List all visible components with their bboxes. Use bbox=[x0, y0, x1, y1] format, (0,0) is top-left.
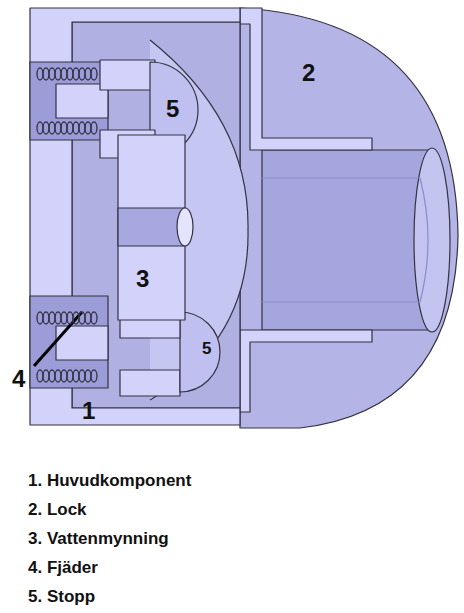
spring-coil bbox=[79, 68, 85, 80]
spring-coil bbox=[37, 312, 43, 324]
spring-coil bbox=[73, 68, 79, 80]
spring-coil bbox=[67, 122, 73, 134]
leader-line bbox=[34, 312, 82, 366]
spring-coil bbox=[43, 122, 49, 134]
spring-coil bbox=[85, 312, 91, 324]
outlet-hole bbox=[118, 208, 185, 246]
callout-number: 2 bbox=[302, 60, 315, 86]
spring-coil bbox=[85, 370, 91, 382]
spring-coil bbox=[79, 122, 85, 134]
spring-coil bbox=[85, 68, 91, 80]
spring-coil bbox=[55, 68, 61, 80]
spring-coil bbox=[49, 122, 55, 134]
spring-coil bbox=[61, 122, 67, 134]
spring-coil bbox=[91, 370, 97, 382]
spring-coil bbox=[49, 370, 55, 382]
spring-coil bbox=[49, 68, 55, 80]
body-section bbox=[30, 8, 240, 425]
spring-coil bbox=[61, 312, 67, 324]
lower-bore bbox=[30, 296, 108, 388]
spring-coil bbox=[73, 370, 79, 382]
callout-number: 5 bbox=[202, 340, 211, 359]
spring-coil bbox=[37, 68, 43, 80]
lower-stop-rod bbox=[120, 370, 180, 396]
spring-coil bbox=[49, 312, 55, 324]
spring-coil bbox=[37, 370, 43, 382]
spring-coil bbox=[61, 68, 67, 80]
spring-coil bbox=[55, 370, 61, 382]
callout-number: 5 bbox=[166, 96, 179, 122]
callout-number: 1 bbox=[82, 398, 95, 424]
spring-coil bbox=[37, 122, 43, 134]
spring-coil bbox=[73, 122, 79, 134]
outlet-section bbox=[118, 135, 185, 320]
bore-shade bbox=[262, 178, 428, 302]
cap-disk bbox=[240, 8, 458, 428]
spring-coil bbox=[61, 370, 67, 382]
spring-coil bbox=[91, 312, 97, 324]
legend-item: 2. Lock bbox=[28, 501, 87, 520]
spring-coil bbox=[79, 370, 85, 382]
spring-coil bbox=[67, 370, 73, 382]
spring-coil bbox=[91, 68, 97, 80]
legend-item: 4. Fjäder bbox=[28, 559, 98, 578]
legend-item: 5. Stopp bbox=[28, 588, 95, 607]
cap-section-top bbox=[240, 8, 372, 150]
spring-coil bbox=[85, 122, 91, 134]
spring-coil bbox=[43, 370, 49, 382]
spring-coil bbox=[55, 122, 61, 134]
spring-coil bbox=[67, 68, 73, 80]
legend-item: 3. Vattenmynning bbox=[28, 530, 169, 549]
outlet-hole-rim bbox=[177, 208, 193, 246]
spring-coil bbox=[79, 312, 85, 324]
spring-coil bbox=[55, 312, 61, 324]
spring-coils bbox=[37, 68, 97, 382]
legend-item: 1. Huvudkomponent bbox=[28, 472, 191, 491]
spring-coil bbox=[73, 312, 79, 324]
cap-section-bottom bbox=[240, 330, 372, 412]
cap-bore bbox=[262, 150, 440, 330]
spring-coil bbox=[43, 312, 49, 324]
callout-number: 4 bbox=[12, 366, 25, 392]
spring-coil bbox=[91, 122, 97, 134]
upper-bore bbox=[30, 62, 108, 140]
spout-opening bbox=[414, 148, 450, 332]
lower-stop-head bbox=[180, 312, 220, 392]
spring-coil bbox=[67, 312, 73, 324]
callout-number: 3 bbox=[136, 266, 149, 292]
spring-coil bbox=[43, 68, 49, 80]
upper-stop-rod bbox=[100, 60, 155, 90]
